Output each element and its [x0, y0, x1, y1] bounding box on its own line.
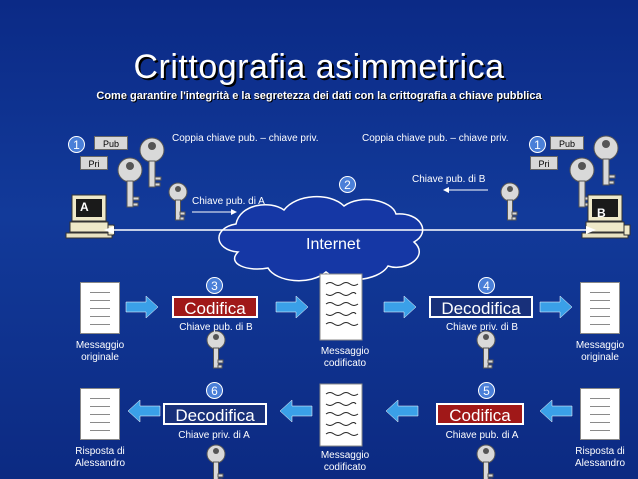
document-icon: [80, 388, 120, 440]
encrypted-document-icon: [319, 273, 363, 341]
key-pair-label-right: Coppia chiave pub. – chiave priv.: [362, 133, 509, 144]
arrow-icon: [539, 295, 573, 319]
decode-box-step6: Decodifica: [163, 403, 267, 425]
public-key-a-icon: [139, 137, 165, 188]
key-label-pub-a: Chiave pub. di A: [445, 430, 519, 441]
key-pub-b-icon: [206, 330, 226, 369]
reply-label-right: Risposta di Alessandro: [574, 446, 626, 469]
key-pub-a-icon: [476, 444, 496, 479]
computer-a-label: A: [80, 200, 89, 214]
step-number-4: 4: [478, 277, 495, 294]
arrow-icon: [385, 399, 419, 423]
internet-label: Internet: [306, 236, 361, 253]
arrow-icon: [275, 295, 309, 319]
arrow-icon: [125, 295, 159, 319]
step-number-1-left: 1: [68, 136, 85, 153]
original-message-label-right: Messaggio originale: [575, 340, 625, 363]
document-icon: [80, 282, 120, 334]
computer-a-icon: [65, 194, 115, 239]
key-priv-a-icon: [206, 444, 226, 479]
reply-label-left: Risposta di Alessandro: [74, 446, 126, 469]
encode-box-step3: Codifica: [172, 296, 258, 318]
label-chiave-pub-a: Chiave pub. di A: [192, 196, 265, 207]
pub-key-tag-left: Pub: [94, 136, 128, 150]
label-chiave-pub-b: Chiave pub. di B: [412, 174, 486, 185]
key-pair-label-left: Coppia chiave pub. – chiave priv.: [172, 133, 319, 144]
key-label-priv-a: Chiave priv. di A: [178, 430, 250, 441]
encrypted-document-icon: [319, 383, 363, 447]
encrypted-message-label-1: Messaggio codificato: [320, 346, 370, 369]
encrypted-message-label-2: Messaggio codificato: [320, 450, 370, 473]
step-number-1-right: 1: [529, 136, 546, 153]
pri-key-tag-right: Pri: [530, 156, 558, 170]
original-message-label-left: Messaggio originale: [75, 340, 125, 363]
step-number-3: 3: [206, 277, 223, 294]
document-icon: [580, 388, 620, 440]
private-key-a-icon: [117, 157, 143, 208]
computer-b-label: B: [597, 206, 606, 220]
public-key-a-copy-icon: [168, 182, 188, 221]
public-key-b-copy-icon: [500, 182, 520, 221]
key-priv-b-icon: [476, 330, 496, 369]
internet-cloud-icon: [218, 195, 424, 282]
document-icon: [580, 282, 620, 334]
arrow-icon: [383, 295, 417, 319]
step-number-2: 2: [339, 176, 356, 193]
arrow-icon: [539, 399, 573, 423]
key-label-pub-b: Chiave pub. di B: [179, 322, 253, 333]
slide-subtitle: Come garantire l'integrità e la segretez…: [96, 90, 542, 102]
key-label-priv-b: Chiave priv. di B: [445, 322, 519, 333]
decode-box-step4: Decodifica: [429, 296, 533, 318]
arrow-icon: [279, 399, 313, 423]
step-number-6: 6: [206, 382, 223, 399]
encode-box-step5: Codifica: [436, 403, 524, 425]
public-key-b-icon: [593, 135, 619, 186]
arrow-icon: [127, 399, 161, 423]
pri-key-tag-left: Pri: [80, 156, 108, 170]
pub-key-tag-right: Pub: [550, 136, 584, 150]
slide-title: Crittografia asimmetrica: [133, 48, 505, 86]
step-number-5: 5: [478, 382, 495, 399]
